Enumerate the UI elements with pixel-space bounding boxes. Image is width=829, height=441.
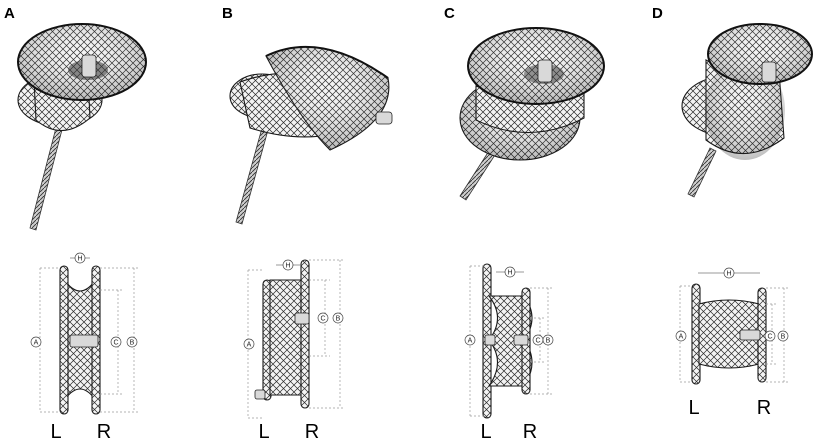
dim-marker-h: [504, 266, 516, 278]
svg-text:B: B: [781, 334, 786, 341]
panel-letter-a: A: [4, 5, 15, 22]
screw-hub: [81, 54, 97, 78]
dim-marker-h: [282, 259, 294, 271]
device-3d-c: [459, 27, 605, 201]
dim-marker-a: [464, 334, 476, 346]
dim-marker-h: [723, 267, 735, 279]
svg-text:C: C: [113, 340, 118, 347]
svg-text:H: H: [285, 263, 290, 270]
svg-text:B: B: [130, 340, 135, 347]
schematic-a: H A C B L R: [30, 252, 138, 441]
device-3d-b: [229, 45, 393, 225]
panel-letter-c: C: [444, 5, 455, 22]
panel-letter-b: B: [222, 5, 233, 22]
hub-section-left: [484, 334, 496, 346]
hub-section: [739, 329, 761, 341]
dim-marker-b: [126, 336, 138, 348]
screw-hub: [375, 111, 393, 125]
right-side-label: R: [97, 421, 111, 441]
svg-text:H: H: [507, 270, 512, 277]
dim-marker-a: [675, 330, 687, 342]
schematic-b: H A C B L R: [243, 259, 344, 441]
dim-marker-b: [542, 334, 554, 346]
panel-d: D H A C: [652, 5, 813, 419]
panel-letter-d: D: [652, 5, 663, 22]
dim-marker-b: [332, 312, 344, 324]
left-side-label: L: [688, 397, 699, 419]
dim-marker-c: [317, 312, 329, 324]
schematic-d: H A C B L R: [675, 267, 789, 419]
svg-text:C: C: [767, 334, 772, 341]
schematic-c: H A C B L R: [464, 263, 554, 441]
svg-text:A: A: [34, 340, 39, 347]
right-disc-section: [300, 259, 310, 409]
svg-text:B: B: [546, 338, 551, 345]
hub-section: [294, 312, 310, 325]
svg-text:A: A: [247, 342, 252, 349]
dim-marker-b: [777, 330, 789, 342]
right-side-label: R: [523, 421, 537, 441]
svg-text:B: B: [336, 316, 341, 323]
svg-text:A: A: [468, 338, 473, 345]
panel-c: C H A: [444, 5, 605, 441]
panel-b: B H A C: [222, 5, 393, 441]
dim-marker-h: [74, 252, 86, 264]
dim-marker-c: [110, 336, 122, 348]
panel-a: A H A: [4, 5, 147, 441]
delivery-wire: [235, 127, 269, 225]
right-side-label: R: [757, 397, 771, 419]
right-side-label: R: [305, 421, 319, 441]
device-3d-d: [681, 23, 813, 198]
left-side-label: L: [258, 421, 269, 441]
svg-text:H: H: [726, 271, 731, 278]
svg-text:C: C: [535, 338, 540, 345]
delivery-wire: [29, 119, 65, 231]
screw-hub: [537, 59, 553, 83]
left-side-label: L: [50, 421, 61, 441]
hub-section: [69, 334, 99, 348]
svg-text:C: C: [320, 316, 325, 323]
dim-marker-a: [30, 336, 42, 348]
svg-text:A: A: [679, 334, 684, 341]
left-side-label: L: [480, 421, 491, 441]
delivery-wire: [687, 147, 717, 198]
hub-section-left: [254, 389, 266, 400]
screw-hub: [761, 61, 777, 83]
device-3d-a: [17, 23, 147, 231]
left-disc-section: [59, 265, 69, 415]
svg-text:H: H: [77, 256, 82, 263]
hub-section: [513, 334, 529, 346]
dim-marker-c: [764, 330, 776, 342]
dim-marker-a: [243, 338, 255, 350]
waist-section: [269, 279, 303, 396]
